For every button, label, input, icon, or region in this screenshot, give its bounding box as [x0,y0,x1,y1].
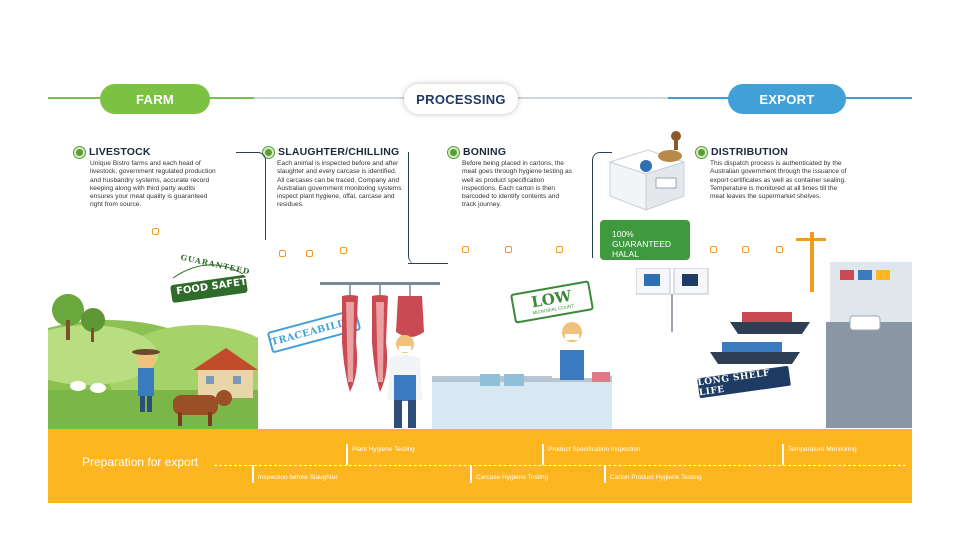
carcass-icon [396,285,424,337]
carton-illustration [608,131,686,211]
carcass-icon [372,285,388,392]
farm-stage-pill: FARM [100,84,210,114]
step-livestock: LIVESTOCK [74,146,151,158]
step-title: SLAUGHTER/CHILLING [278,146,400,158]
mini-icon-row [152,228,159,235]
connector-boning-distribution [592,152,612,258]
step-distribution: DISTRIBUTION [696,146,788,158]
food-safety-badge [170,264,248,303]
stamp-icon [658,131,682,162]
tree-icon [52,294,105,342]
carcass-icon [342,285,358,392]
inspector-illustration [388,335,422,428]
step-dot [696,146,707,158]
step-title: BONING [463,146,507,158]
ship-icon [730,312,810,334]
boning-illustration [432,322,612,430]
butcher-icon [552,322,592,380]
connector-slaughter-boning [408,152,448,264]
export-stage-pill: EXPORT [728,84,846,114]
farmer-icon [132,349,160,412]
step-title: DISTRIBUTION [711,146,789,158]
label-carton-hygiene: Carton Product Hygiene Testing [610,474,702,481]
processing-stage-pill: PROCESSING [404,84,518,114]
step-boning: BONING [448,146,506,158]
mini-icon-row [742,246,749,253]
label-inspection-before-slaughter: Inspection before Slaughter [258,474,338,481]
label-temperature: Temperature Monitoring [788,446,857,453]
timeline-tick [346,444,348,465]
halal-callout [600,220,690,260]
timeline-tick [470,465,472,483]
connector-slaughter-boning-2 [408,152,448,264]
label-plant-hygiene: Plant Hygiene Testing [352,446,415,453]
mini-icon-row [279,250,286,257]
sheep-icon [70,381,106,393]
step-slaughter: SLAUGHTER/CHILLING [263,146,399,158]
step-livestock-desc: Unique Bistro farms and each head of liv… [90,160,216,209]
mini-icon-row [505,246,512,253]
step-title: LIVESTOCK [89,146,151,158]
mini-icon-row [776,246,783,253]
step-dot [263,146,274,158]
step-dot [448,146,459,158]
halal-label: 100% GUARANTEED HALAL [612,229,672,259]
preparation-timeline [214,465,906,466]
step-dot [74,146,85,158]
port-illustration [710,232,912,428]
timeline-tick [782,444,784,465]
carcass-rail-illustration [320,282,440,392]
preparation-title: Preparation for export [82,455,199,469]
mini-icon-row [462,246,469,253]
timeline-tick [252,465,254,483]
mini-icon-row [340,247,347,254]
preparation-bar [48,429,912,503]
timeline-tick [542,444,544,465]
timeline-tick [604,465,606,483]
mini-icon-row [556,246,563,253]
ship-icon [710,342,800,364]
mini-icon-row [710,246,717,253]
farm-illustration [48,294,258,430]
cow-icon [173,390,232,426]
step-slaughter-desc: Each animal is inspected before and afte… [277,160,402,209]
step-boning-desc: Before being placed in cartons, the meat… [462,160,572,209]
step-distribution-desc: This dispatch process is authenticated b… [710,160,847,201]
export-certificate-illustration [636,268,709,332]
label-carcase-hygiene: Carcase Hygiene Testing [476,474,549,481]
mini-icon-row [306,250,313,257]
label-product-spec: Product Specification Inspection [548,446,641,453]
connector-farm-slaughter [236,152,266,240]
